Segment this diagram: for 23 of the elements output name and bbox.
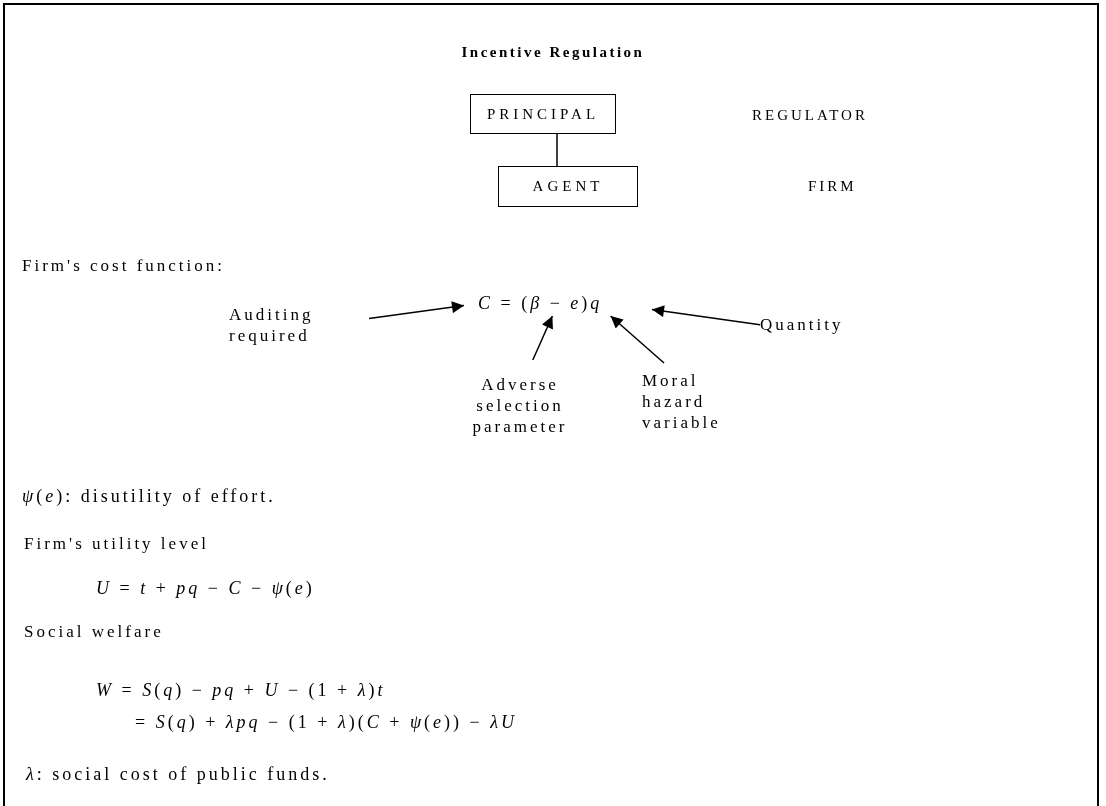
annotation-text: Auditing required [229, 304, 369, 352]
definition-text: λ: social cost of public funds. [26, 764, 330, 785]
annotation-text: Adverse selection parameter [440, 374, 600, 444]
annotation-text: Moral hazard variable [642, 370, 752, 440]
leader-arrow [368, 301, 465, 320]
role-label: FIRM [808, 178, 857, 195]
connector-line [556, 133, 558, 167]
welfare-formula: W = S(q) − pq + U − (1 + λ)t [96, 680, 386, 701]
role-box: PRINCIPAL [470, 94, 616, 134]
diagram-title: Incentive Regulation [460, 44, 646, 61]
leader-arrow [609, 315, 665, 364]
role-box: AGENT [498, 166, 638, 207]
utility-formula: U = t + pq − C − ψ(e) [96, 578, 315, 599]
section-heading: Firm's cost function: [22, 256, 225, 276]
definition-text: ψ(e): disutility of effort. [22, 486, 276, 507]
cost-formula: C = (β − e)q [464, 290, 652, 316]
section-heading: Social welfare [24, 622, 164, 642]
role-label: REGULATOR [752, 107, 868, 124]
annotation-text: Quantity [760, 314, 870, 338]
welfare-formula: = S(q) + λpq − (1 + λ)(C + ψ(e)) − λU [135, 712, 517, 733]
section-heading: Firm's utility level [24, 534, 209, 554]
leader-arrow [532, 315, 554, 361]
leader-arrow [651, 305, 761, 326]
